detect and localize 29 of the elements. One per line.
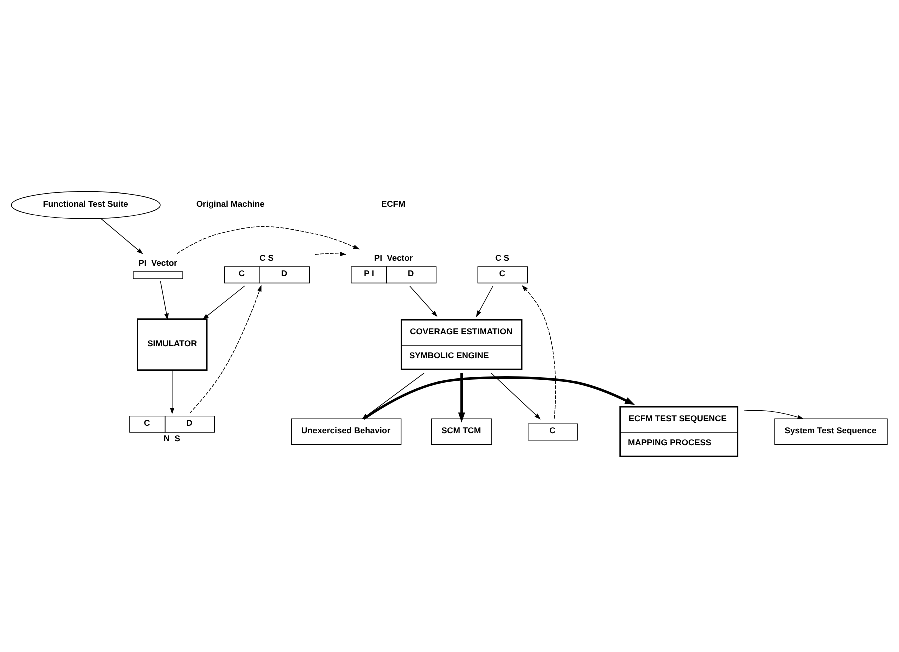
- arrow: [202, 286, 246, 320]
- node-box: Unexercised Behavior: [291, 418, 402, 445]
- node-box: SCM TCM: [431, 418, 492, 445]
- arrow: [458, 373, 466, 423]
- label: Original Machine: [196, 198, 265, 209]
- node-box: [133, 272, 184, 280]
- arrow: [476, 286, 494, 318]
- node-label: N S: [164, 433, 180, 444]
- node-label: PI Vector: [138, 258, 178, 268]
- node-ellipse: Functional Test Suite: [11, 191, 161, 220]
- arrow: [522, 285, 556, 420]
- arrow: [363, 376, 636, 420]
- node-box: System Test Sequence: [774, 418, 888, 445]
- arrow: [190, 285, 262, 414]
- arrow: [409, 286, 438, 318]
- node-box: SIMULATOR: [137, 318, 208, 371]
- node-label: C S: [260, 253, 274, 264]
- node-box: C: [478, 266, 528, 284]
- arrow: [744, 410, 804, 420]
- arrow: [160, 281, 169, 320]
- node-label: PI Vector: [374, 253, 414, 264]
- node-label: C S: [495, 253, 510, 264]
- label: ECFM: [382, 198, 406, 209]
- arrow: [100, 218, 144, 254]
- arrow: [315, 252, 347, 256]
- arrow: [170, 370, 175, 414]
- node-box: C: [528, 424, 578, 441]
- arrow: [176, 226, 360, 254]
- arrow: [491, 372, 541, 420]
